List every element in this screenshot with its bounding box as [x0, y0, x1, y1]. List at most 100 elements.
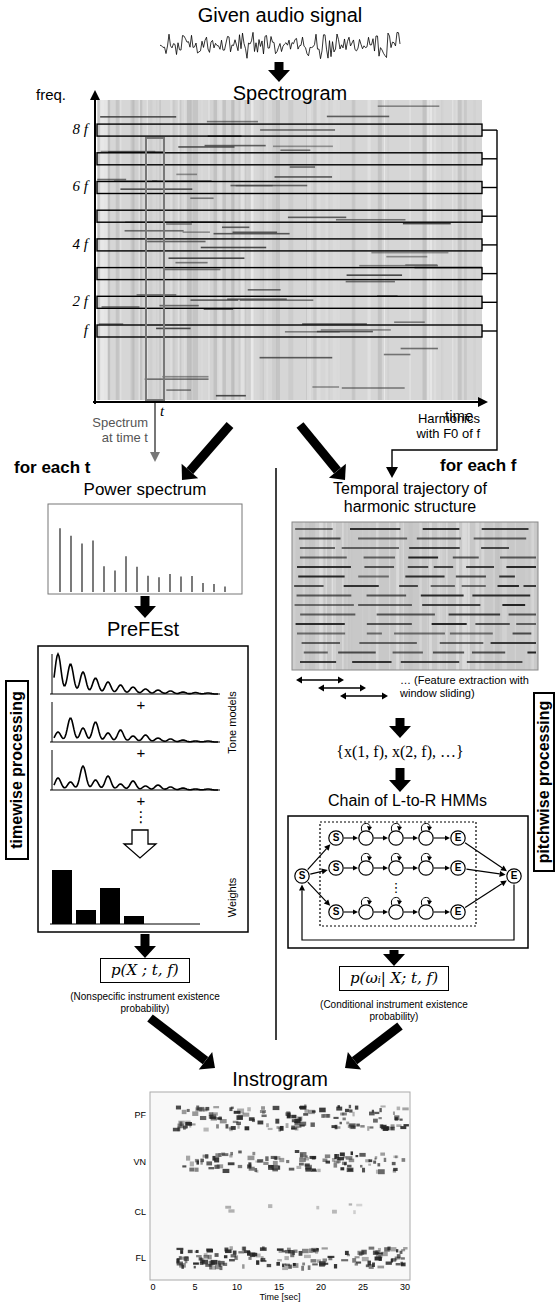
hmm-terminal: S — [328, 830, 344, 846]
trajectory-segment — [523, 585, 536, 587]
instrogram-speck — [178, 1124, 185, 1129]
trajectory-segment — [502, 604, 525, 606]
spectrum-line — [125, 556, 126, 592]
prefest-frame — [38, 646, 248, 932]
spectrogram-note — [190, 197, 213, 199]
instrogram-speck — [369, 1126, 373, 1128]
instrogram-speck — [351, 1151, 353, 1155]
trajectory-segment — [450, 633, 493, 635]
harmonic-band — [97, 153, 482, 165]
window-head — [338, 677, 344, 684]
instrogram-speck — [342, 1118, 345, 1121]
trajectory-segment — [431, 585, 455, 587]
instrogram-speck — [391, 1258, 396, 1262]
process-tag: pitchwise processing — [533, 692, 555, 872]
instrogram-speck — [400, 1119, 403, 1121]
arrowhead — [383, 954, 405, 966]
node-note: Tone models — [226, 667, 239, 777]
instrogram-speck — [196, 1255, 202, 1257]
instrogram-speck — [353, 1210, 356, 1214]
spectrum-line — [169, 574, 170, 592]
instrogram-speck — [305, 1168, 311, 1172]
connector — [345, 1026, 400, 1069]
callout-note: Harmonics with F0 of f — [400, 412, 480, 442]
instrogram-speck — [395, 1117, 398, 1120]
hmm-terminal: E — [450, 860, 466, 876]
instrogram-speck — [213, 1106, 219, 1108]
trajectory-segment — [364, 566, 394, 568]
node-label: Given audio signal — [150, 4, 410, 27]
instrogram-speck — [303, 1113, 308, 1116]
instrogram-speck — [377, 1266, 384, 1269]
spectrogram-streak — [147, 100, 152, 400]
spectrogram-note — [164, 269, 220, 271]
instrogram-speck — [238, 1251, 244, 1253]
spectrogram-note — [273, 146, 333, 148]
spectrogram-streak — [135, 100, 140, 400]
instrogram-speck — [332, 1158, 336, 1162]
instrogram-speck — [401, 1257, 405, 1259]
spectrum-line — [191, 576, 192, 592]
trajectory-segment — [509, 614, 536, 616]
window-span — [345, 695, 383, 697]
harmonic-lead — [482, 215, 497, 216]
state-transition — [434, 837, 445, 838]
instrogram-speck — [245, 1126, 250, 1130]
spectrum-line — [202, 583, 203, 592]
instrogram-speck — [373, 1119, 378, 1123]
trajectory-segment — [422, 604, 480, 606]
spectrogram-streak — [452, 100, 453, 400]
spectrogram-note — [190, 299, 238, 301]
instrogram-speck — [231, 1254, 237, 1257]
instrogram-speck — [290, 1253, 294, 1257]
spectrogram-note — [394, 321, 425, 323]
plus-sign: + — [133, 696, 149, 713]
instrogram-speck — [397, 1257, 401, 1260]
instrogram-speck — [228, 1209, 234, 1212]
arrowhead — [499, 871, 505, 877]
instrogram-speck — [205, 1154, 208, 1158]
instrogram-speck — [257, 1121, 263, 1125]
instrogram-speck — [262, 1246, 265, 1249]
instrogram-speck — [260, 1247, 267, 1251]
instrogram-speck — [356, 1124, 360, 1127]
instrogram-speck — [273, 1106, 280, 1110]
harmonic-lead — [482, 330, 497, 331]
instrogram-speck — [188, 1250, 193, 1253]
instrogram-speck — [311, 1248, 317, 1251]
node-label: PreFEst — [36, 618, 250, 641]
trajectory-streak — [464, 522, 466, 670]
instrogram-speck — [290, 1115, 296, 1118]
hmm-terminal: S — [294, 868, 310, 884]
state-transition — [404, 867, 413, 868]
arrowhead — [321, 868, 328, 874]
instrogram-speck — [224, 1255, 227, 1258]
spectrogram-note — [275, 176, 333, 178]
trajectory-segment — [423, 528, 460, 530]
instrogram-speck — [376, 1255, 381, 1258]
connector — [466, 869, 505, 877]
connector-line — [396, 768, 405, 780]
spectrogram-streak — [313, 100, 316, 400]
spectrogram-streak — [441, 100, 444, 400]
spectrum-line — [114, 570, 115, 592]
instrogram-speck — [185, 1125, 187, 1128]
node-label: S — [328, 830, 344, 846]
arrowhead — [268, 70, 290, 82]
instrogram-speck — [284, 1256, 288, 1260]
instrogram-speck — [252, 1119, 255, 1122]
instrogram-speck — [304, 1255, 311, 1258]
instrogram-speck — [278, 1166, 280, 1170]
harmonic-band — [97, 210, 482, 222]
spectrogram-streak — [473, 100, 476, 400]
state-transition — [404, 911, 413, 912]
hmm-state — [389, 861, 403, 875]
spectrogram-note — [166, 389, 191, 391]
instrogram-speck — [311, 1169, 317, 1172]
node-label: Power spectrum — [45, 480, 245, 500]
instrogram-speck — [342, 1113, 347, 1116]
trajectory-segment — [304, 652, 328, 654]
connector-line — [302, 885, 514, 941]
terminal-circle — [451, 905, 465, 919]
node-label: E — [450, 830, 466, 846]
